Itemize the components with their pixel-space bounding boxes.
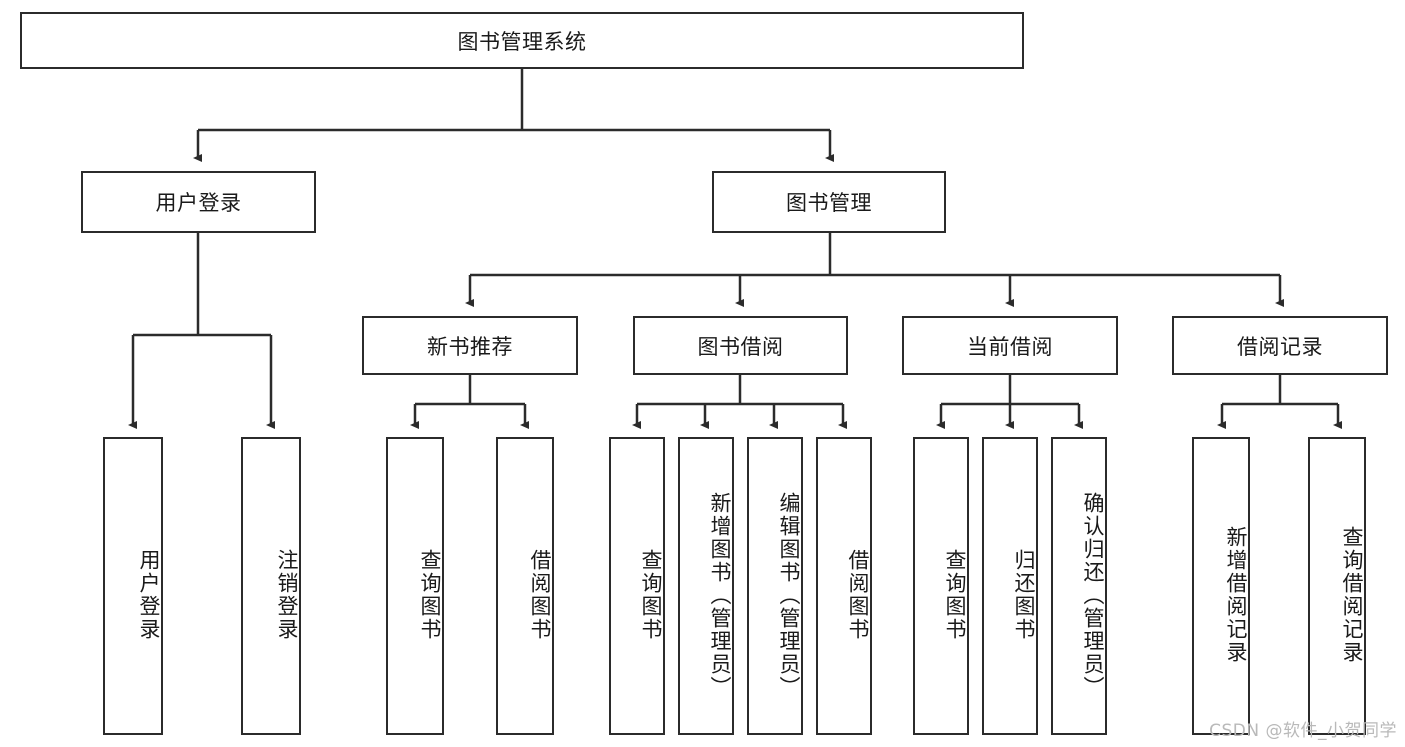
- leaf-logout[interactable]: 注销登录: [241, 437, 301, 735]
- node-label: 图书管理: [786, 191, 872, 215]
- node-book-management[interactable]: 图书管理: [712, 171, 946, 233]
- node-label: 用户登录: [155, 191, 242, 215]
- node-label: 当前借阅: [967, 334, 1053, 359]
- leaf-query-book-current[interactable]: 查询图书: [913, 437, 969, 735]
- node-borrow-records[interactable]: 借阅记录: [1172, 316, 1388, 375]
- leaf-query-book-recommend[interactable]: 查询图书: [386, 437, 444, 735]
- node-label: 用户登录: [137, 549, 161, 641]
- node-label: 查询图书: [943, 549, 967, 641]
- leaf-confirm-return-admin[interactable]: 确认归还（管理员）: [1051, 437, 1107, 735]
- node-label: 查询图书: [418, 549, 442, 641]
- node-label: 注销登录: [275, 549, 299, 641]
- node-label: 确认归还（管理员）: [1081, 491, 1105, 699]
- node-label: 借阅图书: [846, 549, 870, 641]
- node-current-borrow[interactable]: 当前借阅: [902, 316, 1118, 375]
- leaf-edit-book-admin[interactable]: 编辑图书（管理员）: [747, 437, 803, 735]
- node-book-borrow[interactable]: 图书借阅: [633, 316, 848, 375]
- node-label: 图书管理系统: [457, 29, 587, 54]
- node-label: 借阅图书: [528, 549, 552, 641]
- leaf-add-book-admin[interactable]: 新增图书（管理员）: [678, 437, 734, 735]
- node-label: 图书借阅: [697, 334, 784, 359]
- node-label: 新增图书（管理员）: [708, 491, 732, 699]
- node-label: 归还图书: [1012, 549, 1036, 641]
- node-label: 新增借阅记录: [1224, 526, 1248, 664]
- leaf-user-login[interactable]: 用户登录: [103, 437, 163, 735]
- leaf-add-borrow-record[interactable]: 新增借阅记录: [1192, 437, 1250, 735]
- leaf-query-book-borrow[interactable]: 查询图书: [609, 437, 665, 735]
- leaf-query-borrow-record[interactable]: 查询借阅记录: [1308, 437, 1366, 735]
- node-label: 查询借阅记录: [1340, 526, 1364, 664]
- node-root-system[interactable]: 图书管理系统: [20, 12, 1024, 69]
- node-user-login[interactable]: 用户登录: [81, 171, 316, 233]
- node-label: 查询图书: [639, 549, 663, 641]
- node-label: 借阅记录: [1237, 334, 1323, 359]
- leaf-return-book[interactable]: 归还图书: [982, 437, 1038, 735]
- node-label: 新书推荐: [427, 334, 513, 359]
- node-new-book-recommend[interactable]: 新书推荐: [362, 316, 578, 375]
- leaf-borrow-book[interactable]: 借阅图书: [816, 437, 872, 735]
- node-label: 编辑图书（管理员）: [777, 491, 801, 699]
- leaf-borrow-book-recommend[interactable]: 借阅图书: [496, 437, 554, 735]
